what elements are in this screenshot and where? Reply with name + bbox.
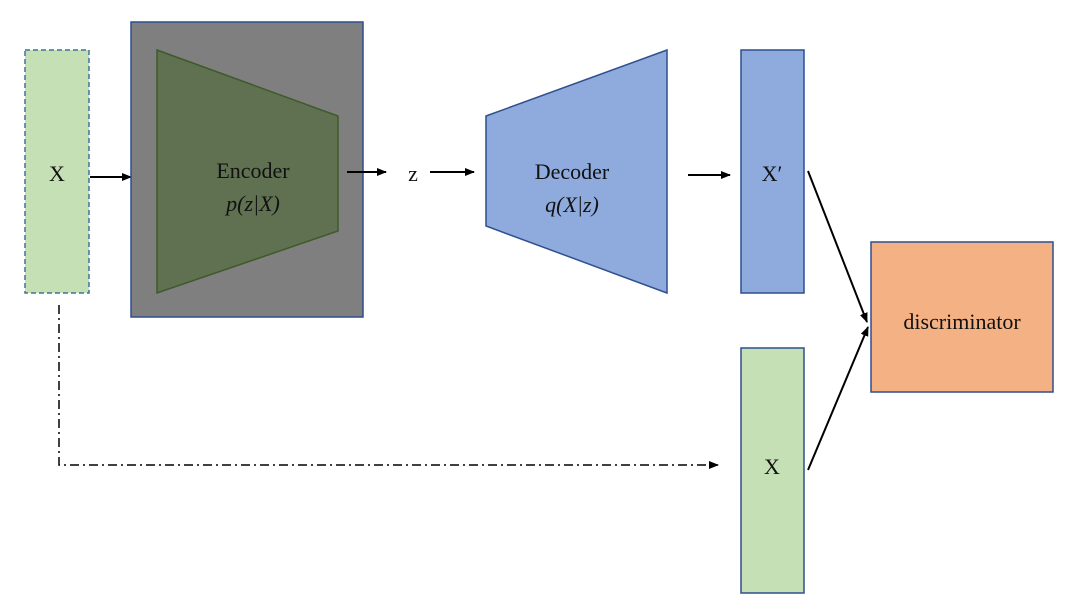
- real-input-label: X: [764, 454, 780, 479]
- real-input-block: X: [740, 347, 805, 594]
- input-x-block: X: [24, 49, 90, 294]
- skip-connection-dashdot: [58, 305, 719, 469]
- arrow-reconstruction-to-discriminator: [807, 170, 868, 323]
- decoder-block: Decoder q(X|z): [485, 48, 668, 295]
- arrow-real-to-discriminator: [807, 326, 869, 471]
- discriminator-label: discriminator: [903, 309, 1021, 334]
- reconstruction-block: X′: [740, 49, 805, 294]
- encoder-trapezoid: [156, 48, 339, 295]
- reconstruction-label: X′: [762, 161, 783, 186]
- input-x-label: X: [49, 161, 65, 186]
- latent-z-label: z: [408, 161, 418, 186]
- encoder-block: Encoder p(z|X): [130, 21, 364, 318]
- encoder-title: Encoder: [216, 158, 290, 183]
- discriminator-block: discriminator: [870, 241, 1054, 393]
- decoder-title: Decoder: [535, 159, 610, 184]
- decoder-trapezoid: [485, 48, 668, 295]
- encoder-formula: p(z|X): [224, 191, 280, 216]
- decoder-formula: q(X|z): [545, 192, 599, 217]
